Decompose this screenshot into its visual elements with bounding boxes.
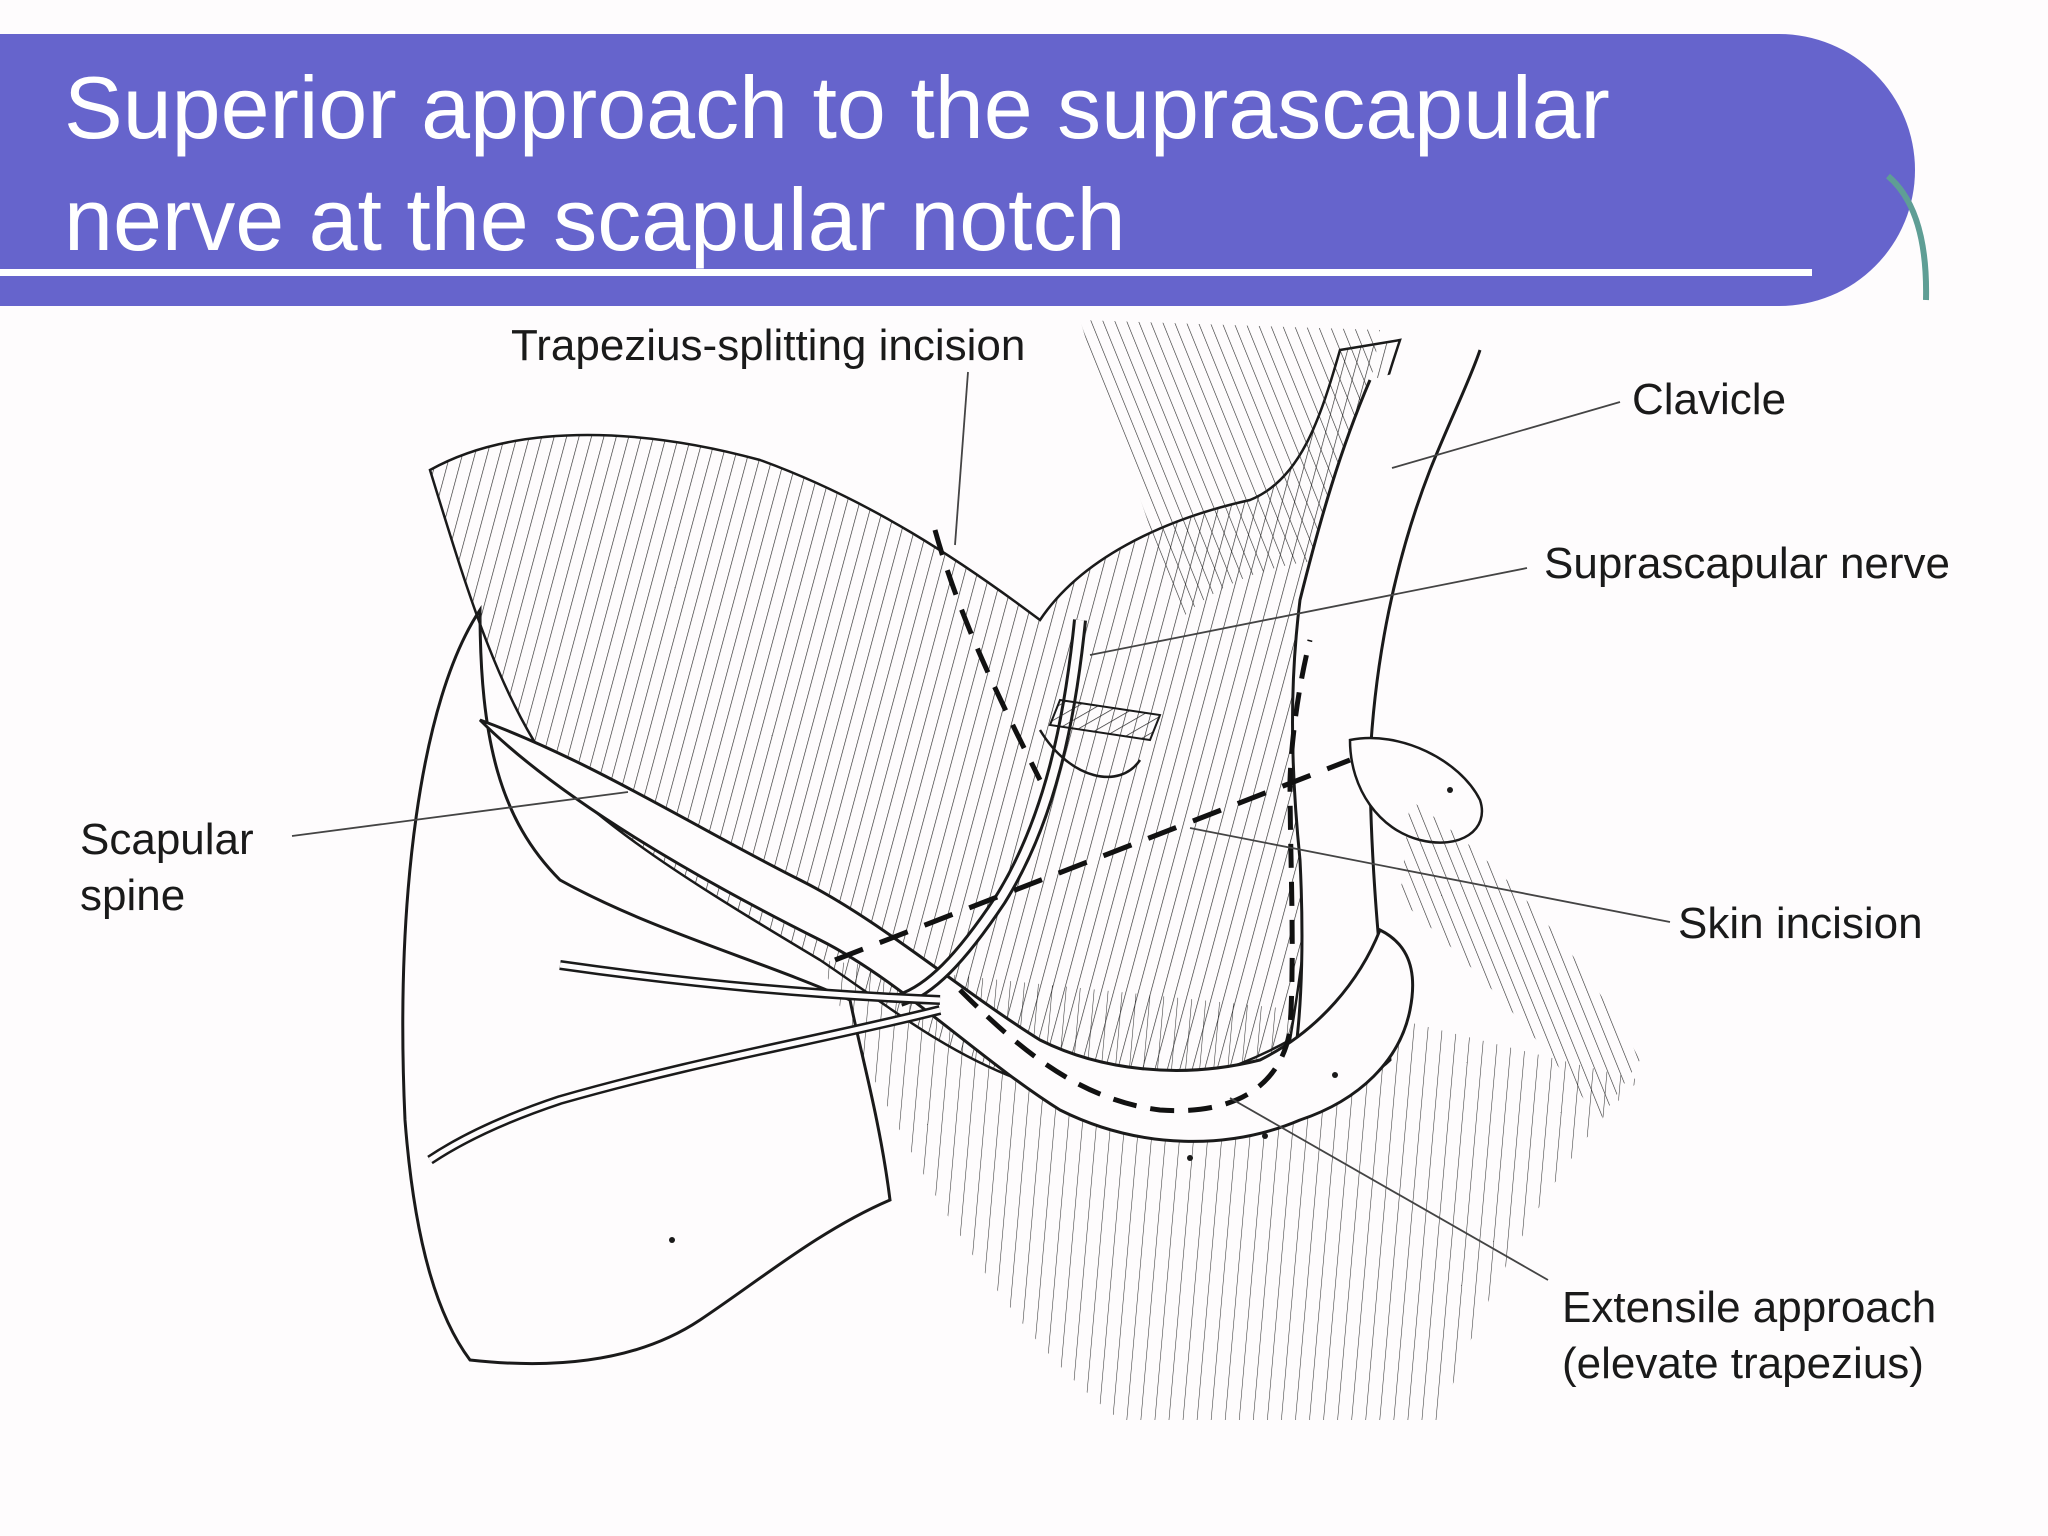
label-scapular-spine-line-1: Scapular (80, 815, 254, 864)
label-extensile-approach-line-1: Extensile approach (1562, 1283, 1937, 1332)
label-skin-incision: Skin incision (1678, 899, 1923, 948)
notch-ligament (1048, 698, 1162, 742)
label-extensile-approach: Extensile approach (elevate trapezius) (1562, 1280, 1936, 1392)
scapular-spine-bone (478, 718, 1415, 1143)
leader-lines (291, 371, 1671, 1281)
trapezius-splitting-incision (932, 529, 1043, 782)
slide-title: Superior approach to the suprascapular n… (64, 52, 1824, 276)
coracoid-process (1348, 736, 1484, 844)
upper-fibers (1080, 320, 1380, 620)
title-bar (0, 34, 1915, 306)
slide-title-line-2: nerve at the scapular notch (64, 170, 1126, 269)
nerve-branch-lower (427, 1005, 942, 1165)
scapula-outline (401, 605, 892, 1366)
label-suprascapular-nerve: Suprascapular nerve (1544, 539, 1951, 588)
label-clavicle: Clavicle (1632, 375, 1787, 424)
label-trapezius-splitting-incision: Trapezius-splitting incision (511, 321, 1026, 370)
title-underline (0, 269, 1812, 276)
corner-accent-arc (1886, 173, 1930, 301)
label-scapular-spine: Scapular spine (80, 812, 254, 924)
label-scapular-spine-line-2: spine (80, 871, 186, 920)
label-extensile-approach-line-2: (elevate trapezius) (1562, 1339, 1924, 1388)
slide-title-line-1: Superior approach to the suprascapular (64, 58, 1610, 157)
bone-stipple (669, 787, 1453, 1243)
skin-incision (834, 757, 1351, 963)
